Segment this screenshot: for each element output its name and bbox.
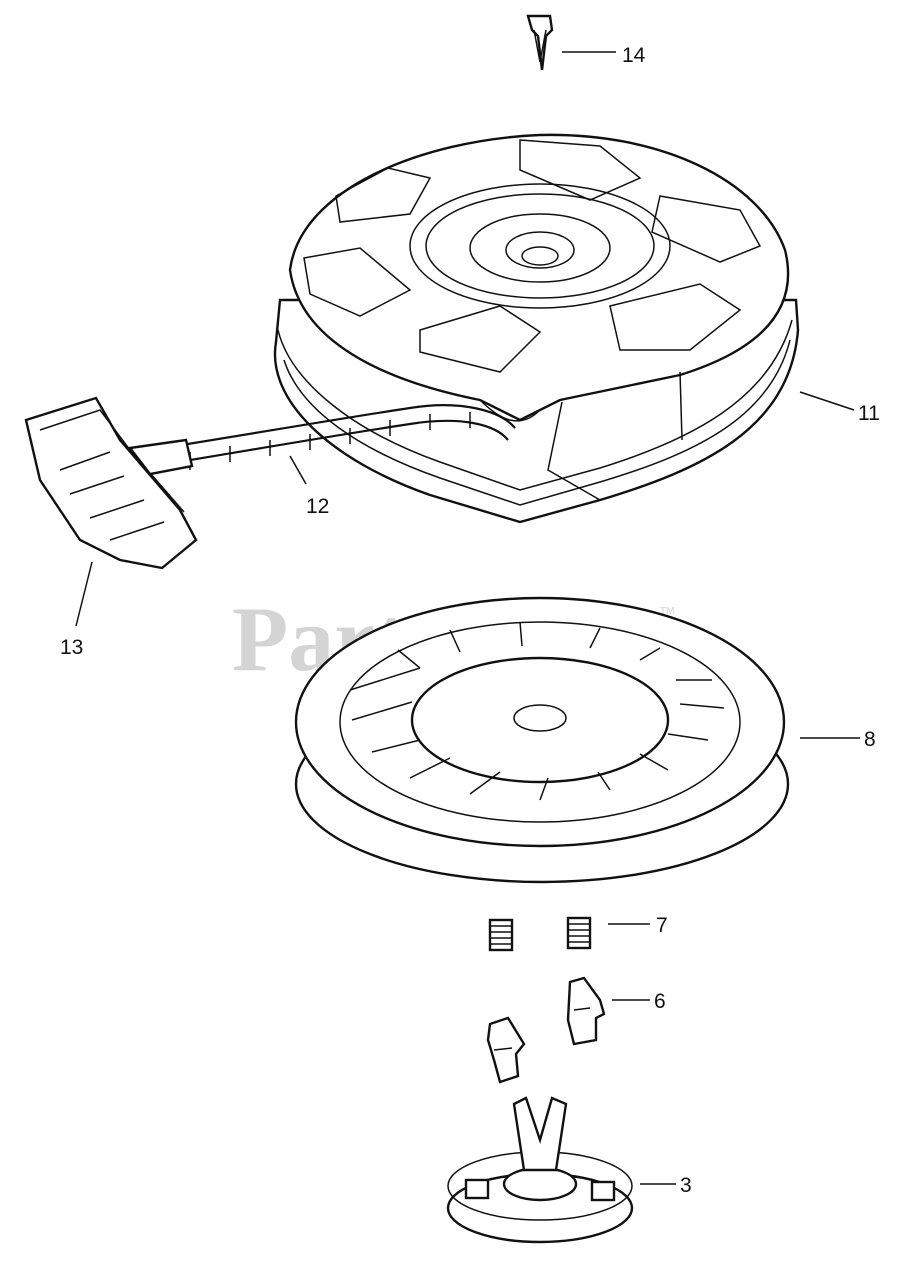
callout-11: 11 bbox=[858, 402, 880, 425]
callout-3: 3 bbox=[680, 1174, 692, 1197]
part-6-pawls[interactable] bbox=[486, 976, 606, 1084]
leader-12 bbox=[289, 455, 307, 485]
callout-12: 12 bbox=[306, 495, 329, 518]
callout-7: 7 bbox=[656, 914, 668, 937]
part-14-retainer-clip[interactable] bbox=[526, 14, 554, 71]
callout-14: 14 bbox=[622, 44, 646, 67]
spring-left[interactable] bbox=[488, 918, 514, 952]
callout-labels: 14 11 12 13 8 7 6 3 bbox=[60, 44, 880, 1197]
part-8-pulley[interactable] bbox=[294, 596, 790, 884]
callout-8: 8 bbox=[864, 728, 876, 751]
part-11-starter-housing[interactable] bbox=[273, 133, 800, 524]
watermark-trademark: TM bbox=[660, 606, 674, 617]
callout-leaders bbox=[75, 51, 860, 1185]
leader-13 bbox=[75, 561, 93, 627]
leader-11 bbox=[799, 391, 855, 411]
part-7-springs[interactable] bbox=[488, 916, 592, 952]
callout-13: 13 bbox=[60, 636, 83, 659]
part-3-starter-cup[interactable] bbox=[446, 1096, 634, 1244]
callout-6: 6 bbox=[654, 990, 666, 1013]
part-13-starter-handle[interactable] bbox=[24, 396, 198, 570]
spring-right[interactable] bbox=[566, 916, 592, 950]
